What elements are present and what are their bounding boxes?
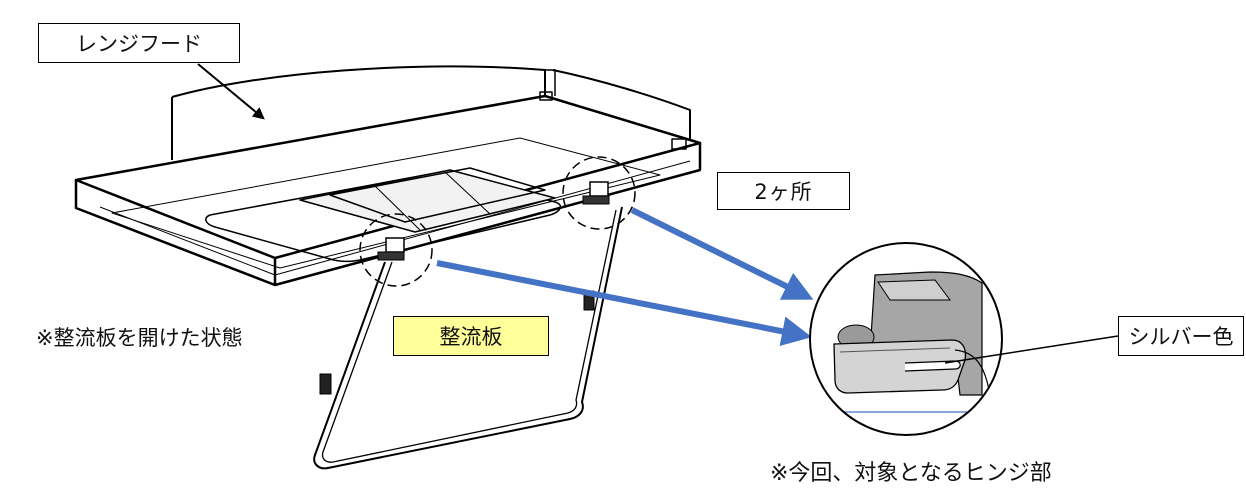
range-hood-label: レンジフード bbox=[38, 23, 240, 63]
hinge-count-label: 2ヶ所 bbox=[717, 172, 850, 210]
hinge-right-circle bbox=[562, 156, 636, 230]
hood-back-panel bbox=[171, 65, 546, 160]
hinge-right bbox=[562, 156, 636, 230]
baffle-plate-label: 整流板 bbox=[393, 316, 549, 356]
open-state-note: ※整流板を開けた状態 bbox=[36, 326, 243, 350]
hinge-left-circle bbox=[359, 213, 433, 287]
hood-front-edge bbox=[74, 180, 277, 287]
zoom-circle-border bbox=[809, 242, 1003, 436]
hinge-target-note: ※今回、対象となるヒンジ部 bbox=[770, 461, 1052, 486]
blue-arrow-lower bbox=[436, 260, 812, 347]
blue-arrow-upper bbox=[630, 207, 814, 300]
baffle-plate-illustration bbox=[313, 206, 623, 470]
range-hood-illustration bbox=[74, 65, 702, 287]
silver-color-label: シルバー色 bbox=[1118, 316, 1244, 356]
silver-pointer-line bbox=[944, 335, 1119, 364]
range-hood-pointer-arrow bbox=[197, 63, 265, 120]
hinge-zoom-detail bbox=[809, 242, 1119, 436]
hinge-left bbox=[359, 213, 433, 287]
